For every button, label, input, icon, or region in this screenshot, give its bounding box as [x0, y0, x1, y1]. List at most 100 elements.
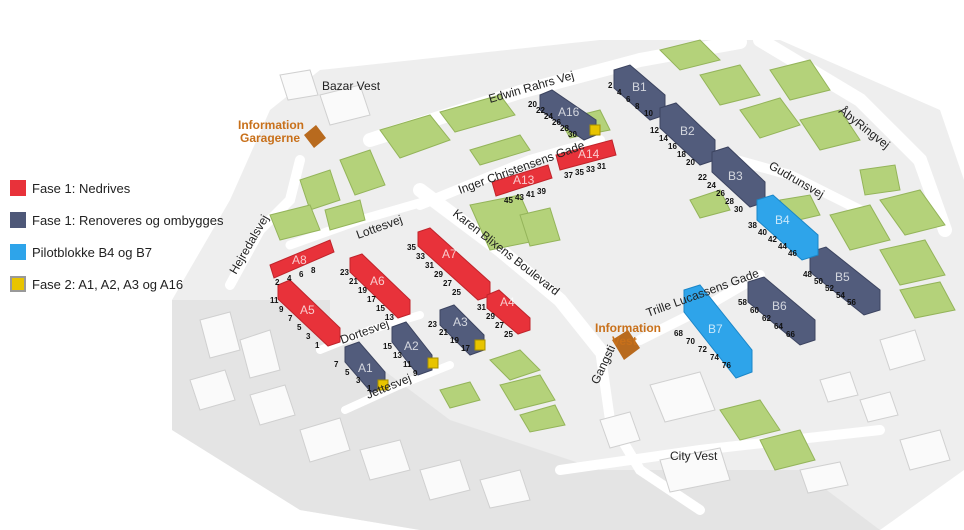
house-number-a16: 20 — [528, 100, 537, 109]
green-building — [519, 404, 566, 433]
block-a14[interactable] — [555, 139, 617, 171]
house-number-b5: 50 — [814, 277, 823, 286]
house-number-a14: 31 — [597, 162, 606, 171]
legend-item-pilotblokke: Pilotblokke B4 og B7 — [10, 236, 250, 268]
grey-building — [799, 461, 849, 494]
house-number-b1: 8 — [635, 102, 640, 111]
house-number-a4: 29 — [486, 312, 495, 321]
house-number-b4: 38 — [748, 221, 757, 230]
info-garagerne-marker[interactable] — [304, 125, 326, 148]
legend-label: Fase 2: A1, A2, A3 og A16 — [32, 276, 184, 292]
phase2-marker-a1[interactable] — [377, 379, 389, 391]
info-vest-marker[interactable] — [612, 330, 640, 360]
legend-label: Pilotblokke B4 og B7 — [32, 244, 152, 260]
house-number-b1: 6 — [626, 95, 631, 104]
house-number-a13: 43 — [515, 193, 524, 202]
house-number-a16: 24 — [544, 112, 553, 121]
phase2-marker-a16[interactable] — [589, 124, 601, 136]
house-number-a5: 9 — [279, 305, 284, 314]
legend-swatch — [10, 212, 26, 228]
block-label-b4: B4 — [775, 213, 790, 227]
house-number-b7: 76 — [722, 361, 731, 370]
legend-item-fase2: Fase 2: A1, A2, A3 og A16 — [10, 268, 250, 300]
block-a4[interactable] — [486, 289, 531, 335]
info-vest-label-1: Information — [595, 321, 661, 335]
block-a2[interactable] — [391, 321, 433, 376]
house-number-b2: 20 — [686, 158, 695, 167]
house-number-b3: 30 — [734, 205, 743, 214]
house-number-b1: 2 — [608, 81, 613, 90]
block-label-a14: A14 — [578, 147, 600, 161]
phase2-marker-a2[interactable] — [427, 357, 439, 369]
house-number-a3: 23 — [428, 320, 437, 329]
house-numbers: 2468101214161820222426283038404244464850… — [270, 81, 856, 393]
grey-building — [649, 371, 716, 423]
green-building — [324, 199, 366, 231]
house-number-a8: 8 — [311, 266, 316, 275]
house-number-b5: 48 — [803, 270, 812, 279]
legend-item-fase1-renoveres: Fase 1: Renoveres og ombygges — [10, 204, 250, 236]
house-number-b5: 56 — [847, 298, 856, 307]
house-number-a6: 13 — [385, 313, 394, 322]
house-number-b2: 18 — [677, 150, 686, 159]
road-inger-christensens — [415, 135, 605, 210]
house-number-a5: 1 — [315, 341, 320, 350]
block-b6[interactable] — [747, 276, 816, 346]
block-a5[interactable] — [277, 279, 341, 347]
green-building — [659, 39, 721, 71]
block-a8[interactable] — [269, 239, 335, 279]
block-label-b6: B6 — [772, 299, 787, 313]
house-number-b1: 4 — [617, 88, 622, 97]
house-number-a4: 27 — [495, 321, 504, 330]
block-label-b2: B2 — [680, 124, 695, 138]
house-number-b3: 22 — [698, 173, 707, 182]
block-label-a6: A6 — [370, 274, 385, 288]
house-number-b4: 40 — [758, 228, 767, 237]
grey-building — [599, 411, 641, 449]
phase2-marker-a3[interactable] — [474, 339, 486, 351]
grey-building — [279, 69, 319, 101]
block-a6[interactable] — [349, 253, 411, 319]
green-building — [699, 64, 761, 106]
block-label-a4: A4 — [500, 295, 515, 309]
block-label-b7: B7 — [708, 322, 723, 336]
block-b4[interactable] — [756, 194, 819, 261]
house-number-b3: 28 — [725, 197, 734, 206]
house-number-a14: 33 — [586, 165, 595, 174]
block-a13[interactable] — [491, 164, 553, 197]
block-label-b5: B5 — [835, 270, 850, 284]
info-garagerne-label-2: Garagerne — [240, 131, 300, 145]
grey-building — [189, 369, 236, 411]
grey-building — [419, 459, 471, 501]
house-number-a2: 13 — [393, 351, 402, 360]
block-b5[interactable] — [809, 246, 881, 316]
house-number-a5: 7 — [288, 314, 293, 323]
house-number-a7: 33 — [416, 252, 425, 261]
green-building — [799, 109, 861, 151]
green-building — [879, 239, 946, 286]
block-b7[interactable] — [683, 284, 753, 379]
legend-item-fase1-nedrives: Fase 1: Nedrives — [10, 172, 250, 204]
grey-building — [249, 384, 296, 426]
house-number-b6: 62 — [762, 314, 771, 323]
house-number-a4: 25 — [504, 330, 513, 339]
green-building — [859, 164, 901, 196]
green-building — [719, 399, 781, 441]
house-number-a13: 45 — [504, 196, 513, 205]
house-number-a6: 23 — [340, 268, 349, 277]
block-label-b1: B1 — [632, 80, 647, 94]
house-number-a2: 9 — [413, 369, 418, 378]
house-number-a7: 31 — [425, 261, 434, 270]
house-number-b6: 64 — [774, 322, 783, 331]
legend-label: Fase 1: Renoveres og ombygges — [32, 212, 224, 228]
house-number-b7: 74 — [710, 353, 719, 362]
block-label-a16: A16 — [558, 105, 580, 119]
house-number-a2: 15 — [383, 342, 392, 351]
green-building — [489, 349, 541, 381]
house-number-a3: 19 — [450, 336, 459, 345]
road-bottom — [555, 425, 885, 475]
house-number-b6: 58 — [738, 298, 747, 307]
info-vest-label-2: Vest — [612, 334, 637, 348]
house-number-a2: 11 — [403, 360, 412, 369]
